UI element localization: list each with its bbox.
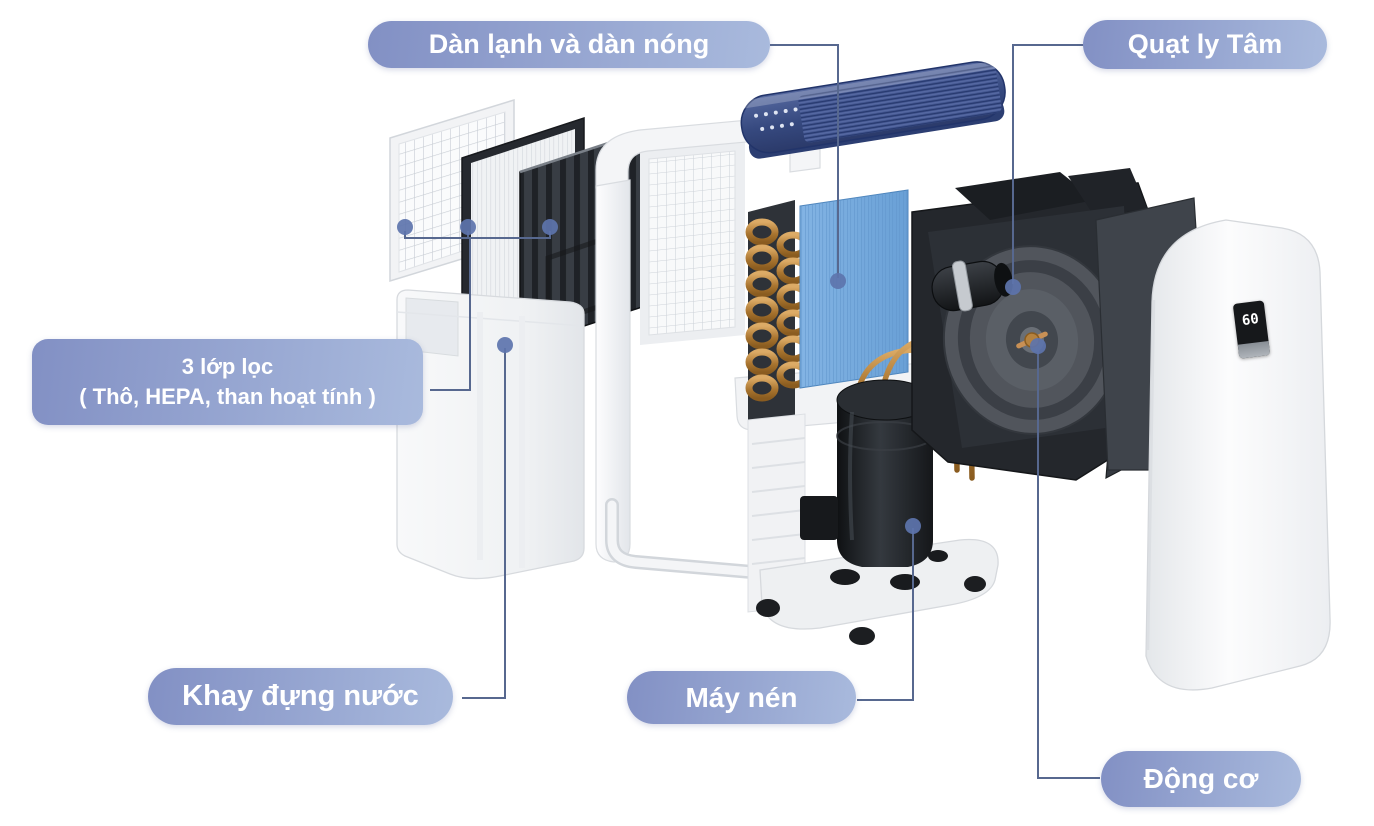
top-cover [740, 60, 1006, 159]
connector-dot-icon [397, 219, 413, 235]
outer-cover [1145, 219, 1331, 691]
label-motor-text: Động cơ [1143, 763, 1259, 794]
water-tray [396, 289, 585, 580]
connector-line-motor [1037, 349, 1100, 779]
connector-line-fan [1012, 44, 1085, 284]
connector-line-compressor [857, 528, 914, 701]
humidity-display: 60 [1232, 300, 1271, 359]
connector-line-coils [770, 44, 839, 278]
label-fan-text: Quạt ly Tâm [1127, 29, 1283, 59]
label-fan: Quạt ly Tâm [1083, 20, 1327, 69]
connector-dot-icon [905, 518, 921, 534]
control-dots-icon [754, 107, 798, 131]
connector-dot-icon [497, 337, 513, 353]
connector-dot-icon [460, 219, 476, 235]
label-filters-line2: ( Thô, HEPA, than hoạt tính ) [79, 384, 376, 409]
connector-dot-icon [542, 219, 558, 235]
label-coils-text: Dàn lạnh và dàn nóng [428, 29, 710, 59]
label-filters: 3 lớp lọc ( Thô, HEPA, than hoạt tính ) [32, 339, 423, 425]
main-body [595, 115, 821, 580]
connector-lines [397, 44, 1100, 779]
label-filters-line1: 3 lớp lọc [181, 354, 274, 380]
connector-line-tray [462, 348, 506, 699]
connector-dot-icon [1030, 338, 1046, 354]
humidity-display-value: 60 [1240, 311, 1260, 330]
fan-assembly [911, 168, 1179, 481]
label-compressor: Máy nén [627, 671, 856, 724]
fan-motor-shaft [931, 260, 1013, 312]
connector-dot-icon [830, 273, 846, 289]
label-compressor-text: Máy nén [685, 681, 798, 713]
label-tray: Khay đựng nước [148, 668, 453, 725]
label-tray-text: Khay đựng nước [182, 680, 419, 712]
connector-dot-icon [1005, 279, 1021, 295]
label-coils: Dàn lạnh và dàn nóng [368, 21, 770, 68]
label-motor: Động cơ [1101, 751, 1301, 807]
caster-wheels [756, 576, 986, 645]
